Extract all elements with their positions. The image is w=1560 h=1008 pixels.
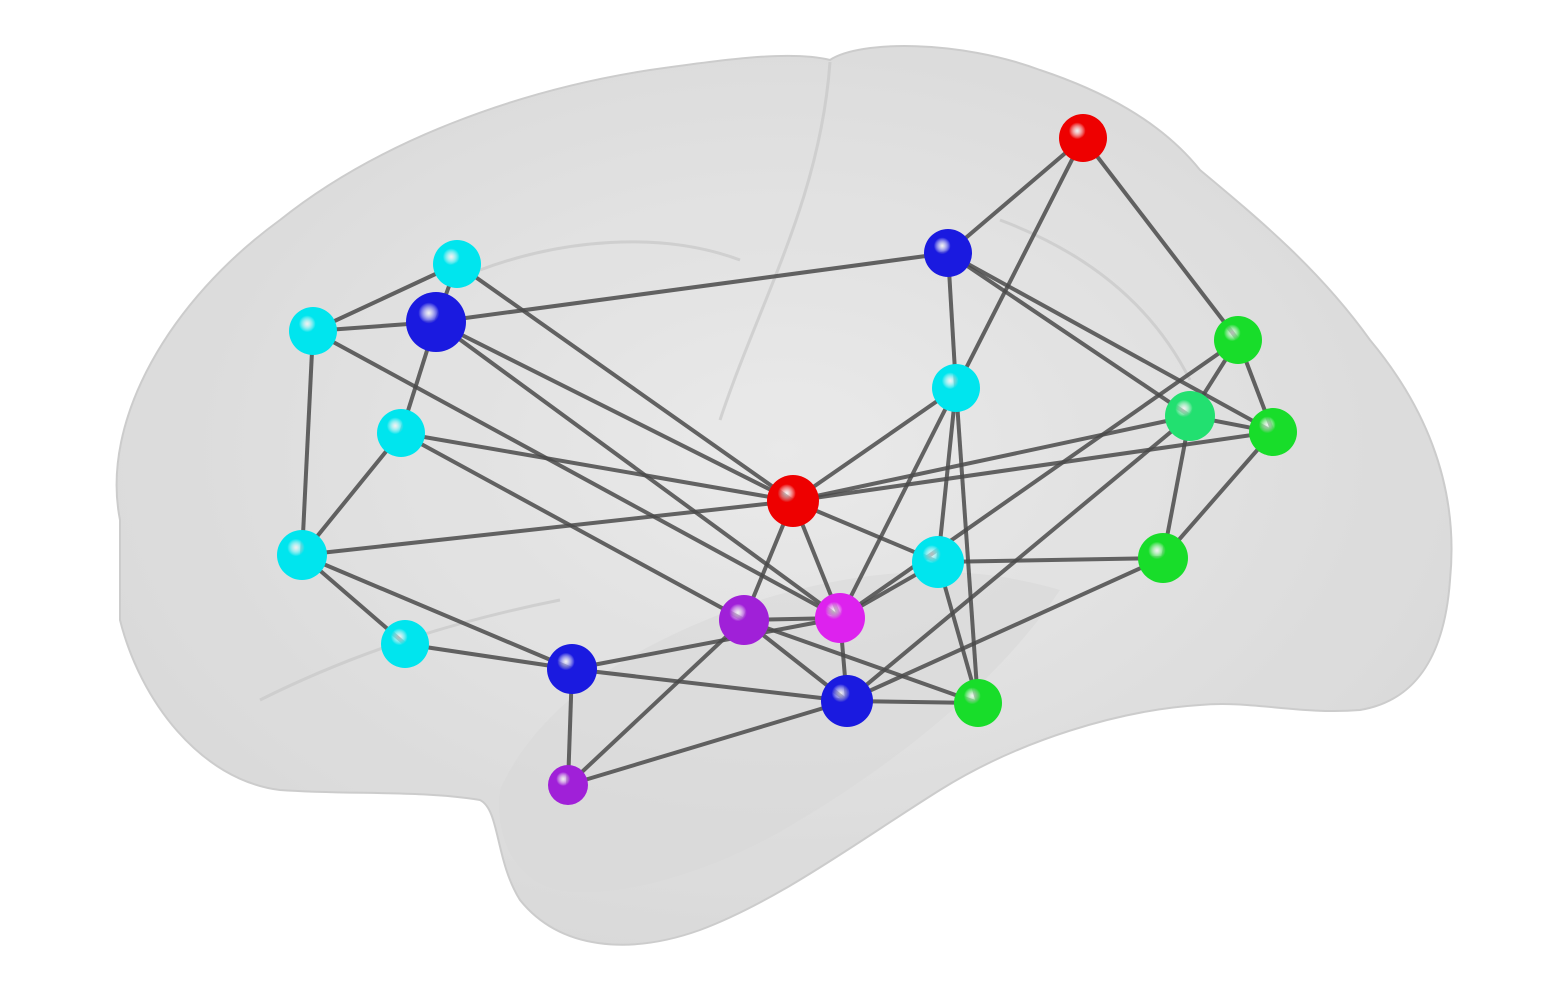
node-n5-blue <box>406 292 466 352</box>
edge-n1-n7 <box>954 137 1085 389</box>
node-n12-cyan <box>277 530 327 580</box>
edge-n15-n21 <box>566 618 746 787</box>
node-n2-blue <box>924 229 972 277</box>
edge-n11-n8 <box>792 414 1191 503</box>
edge-layer <box>300 136 1275 787</box>
node-n1-red <box>1059 114 1107 162</box>
edge-n5-n11 <box>435 320 794 503</box>
node-n11-red <box>767 475 819 527</box>
edge-n7-n20 <box>954 387 980 704</box>
edge-n5-n16 <box>434 320 842 620</box>
edge-n11-n7 <box>791 386 958 503</box>
node-n14-green <box>1138 533 1188 583</box>
edge-n10-n12 <box>300 431 403 557</box>
edge-n4-n16 <box>312 329 841 620</box>
edge-n11-n13 <box>792 499 939 564</box>
temporal-lobe-shade <box>499 571 1060 892</box>
edge-n12-n11 <box>301 499 794 557</box>
node-n20-green <box>954 679 1002 727</box>
node-n19-blue <box>821 675 873 727</box>
edge-n18-n16 <box>571 616 841 671</box>
edge-n9-n14 <box>1161 430 1275 560</box>
node-n21-purple <box>548 765 588 805</box>
edge-n3-n4 <box>312 262 458 333</box>
node-n7-cyan <box>932 364 980 412</box>
edge-n6-n16 <box>838 338 1240 620</box>
node-n6-green <box>1214 316 1262 364</box>
node-n8-springgreen <box>1165 391 1215 441</box>
edge-n11-n9 <box>792 430 1274 503</box>
node-n17-cyan <box>381 620 429 668</box>
node-n16-magenta <box>815 593 865 643</box>
node-layer <box>277 114 1297 805</box>
edge-n7-n16 <box>838 387 958 619</box>
edge-n4-n12 <box>300 330 315 556</box>
edge-n13-n14 <box>937 556 1164 564</box>
node-n4-cyan <box>289 307 337 355</box>
edge-n2-n9 <box>947 251 1274 434</box>
edge-n18-n19 <box>571 667 848 703</box>
edge-n7-n13 <box>936 387 958 563</box>
node-n9-green <box>1249 408 1297 456</box>
edge-n12-n18 <box>301 553 573 671</box>
sulcus-lines <box>259 61 1192 702</box>
node-n15-purple <box>719 595 769 645</box>
edge-n3-n11 <box>455 262 795 503</box>
node-n3-cyan <box>433 240 481 288</box>
node-n13-cyan <box>912 536 964 588</box>
edge-n10-n11 <box>400 431 794 503</box>
edge-n2-n8 <box>946 251 1192 418</box>
node-n18-blue <box>547 644 597 694</box>
edge-n15-n20 <box>743 618 979 705</box>
edge-n1-n6 <box>1081 136 1240 342</box>
node-n10-cyan <box>377 409 425 457</box>
edge-n19-n21 <box>567 699 848 787</box>
edge-n1-n2 <box>946 136 1085 255</box>
edge-n17-n18 <box>404 642 573 671</box>
edge-n8-n19 <box>845 414 1192 703</box>
